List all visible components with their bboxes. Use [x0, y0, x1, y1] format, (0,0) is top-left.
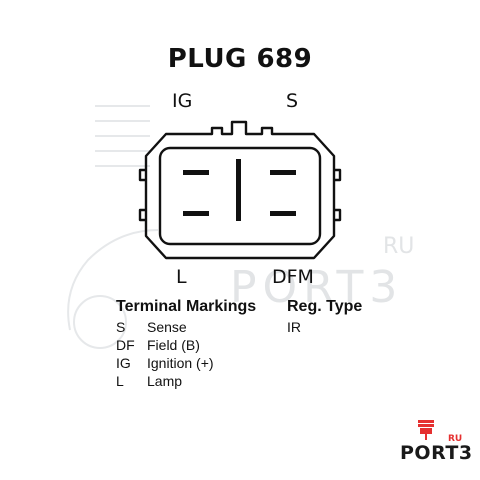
terminal-desc: Ignition (+) [147, 355, 214, 371]
terminal-blade-center [236, 159, 241, 221]
terminal-blade-ig [183, 170, 209, 175]
connector-cavity [158, 146, 322, 246]
terminal-code: S [116, 319, 126, 335]
watermark-ru: RU [383, 234, 415, 259]
left-side-clip [138, 168, 146, 222]
terminal-blade-l [183, 211, 209, 216]
right-side-clip [334, 168, 342, 222]
pin-label-s: S [286, 90, 299, 112]
terminal-row: L Lamp [116, 372, 214, 390]
port3-logo: RU PORT3 [400, 418, 472, 466]
terminal-desc: Sense [147, 319, 187, 335]
connector-housing-outline [144, 120, 336, 260]
terminal-code: L [116, 373, 124, 389]
pin-label-dfm: DFM [272, 266, 314, 288]
terminal-code: DF [116, 337, 135, 353]
terminal-blade-dfm [270, 211, 296, 216]
terminal-row: S Sense [116, 318, 214, 336]
terminal-desc: Field (B) [147, 337, 200, 353]
logo-ru: RU [448, 434, 463, 444]
pin-label-ig: IG [172, 90, 193, 112]
reg-type-value: IR [287, 319, 301, 335]
terminal-row: IG Ignition (+) [116, 354, 214, 372]
terminal-desc: Lamp [147, 373, 183, 389]
watermark-text: PORT3 [230, 262, 404, 313]
plug-title: PLUG 689 [167, 44, 313, 74]
piston-icon [418, 420, 434, 440]
logo-text: PORT3 [400, 442, 473, 464]
terminal-list: S Sense DF Field (B) IG Ignition (+) L Lamp [116, 318, 214, 390]
terminal-row: DF Field (B) [116, 336, 214, 354]
reg-type-heading: Reg. Type [287, 298, 363, 315]
pin-label-l: L [176, 266, 187, 288]
terminal-blade-s [270, 170, 296, 175]
terminal-code: IG [116, 355, 131, 371]
terminal-markings-heading: Terminal Markings [116, 298, 257, 315]
